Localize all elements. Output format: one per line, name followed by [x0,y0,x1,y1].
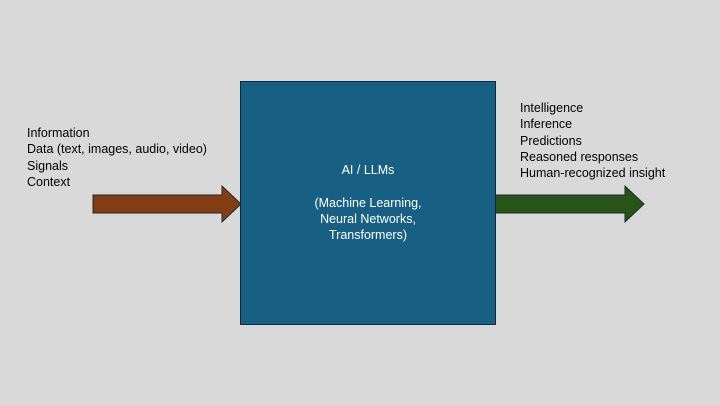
output-item: Intelligence [520,101,584,115]
output-list: Intelligence Inference Predictions Reaso… [520,100,665,181]
box-subtitle-line: Neural Networks, [320,212,416,226]
output-item: Inference [520,117,573,132]
input-arrow [92,184,242,224]
output-item: Reasoned responses [520,149,639,164]
output-item: Predictions [520,133,582,148]
box-subtitle-line: Transformers) [328,228,407,243]
input-item: Data (text, images, audio, video) [27,142,207,157]
ai-llm-box: AI / LLMs (Machine Learning, Neural Netw… [240,81,496,325]
input-item: Information [27,126,90,140]
input-item: Signals [27,158,68,173]
output-item: Human-recognized insight [520,166,666,181]
input-list: Information Data (text, images, audio, v… [27,125,207,190]
input-item: Context [27,174,71,189]
box-title: AI / LLMs [341,163,395,178]
box-subtitle-line: (Machine Learning, [314,195,422,210]
output-arrow [494,184,645,224]
